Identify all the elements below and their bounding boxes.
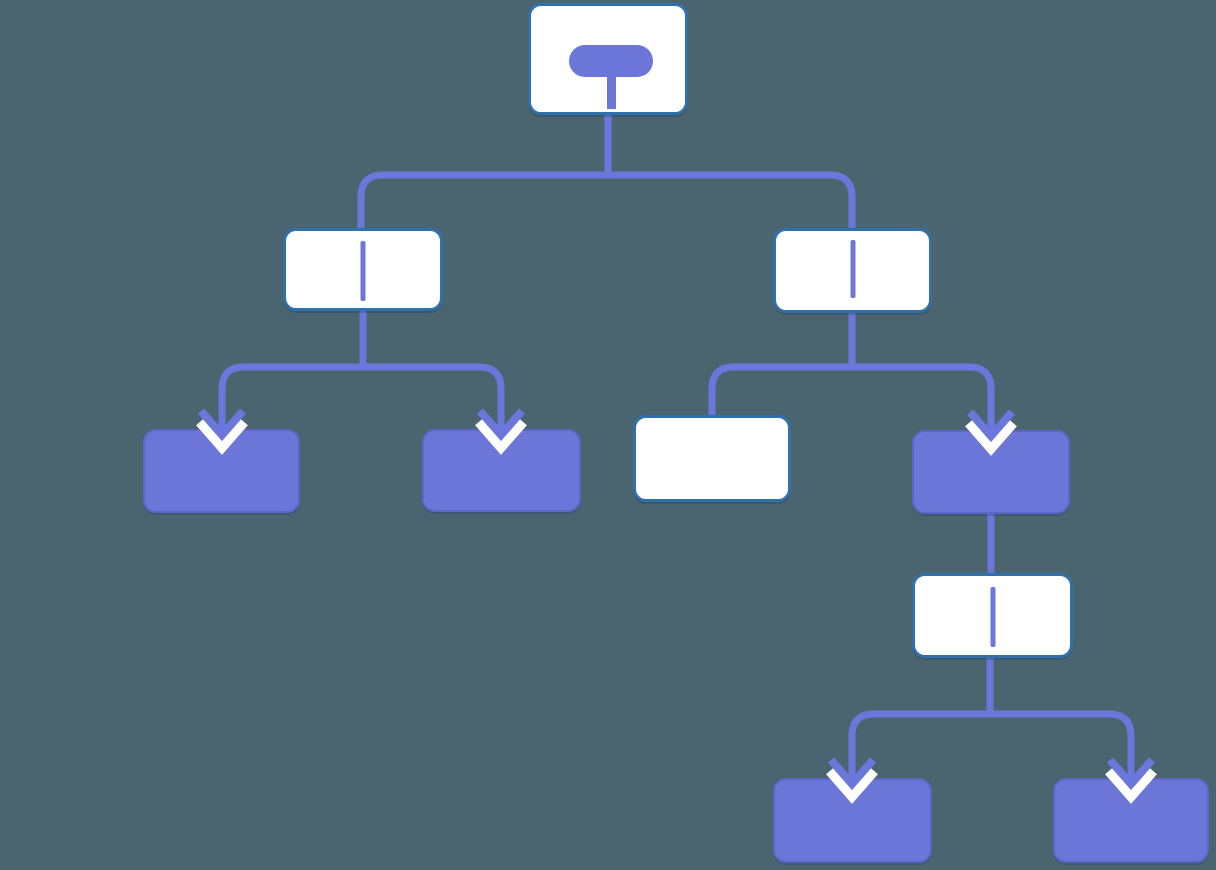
root-node[interactable]: [528, 3, 688, 115]
connector-branch-1: [357, 171, 856, 228]
leaf-node-1[interactable]: [143, 429, 300, 513]
leaf-node-2[interactable]: [422, 429, 581, 512]
connector-branch-2: [218, 363, 505, 430]
root-pill-stem-icon: [607, 75, 616, 109]
branch-node-left[interactable]: [283, 228, 443, 311]
leaf-node-3[interactable]: [912, 430, 1070, 514]
connector-branch-3: [708, 363, 995, 431]
root-pill-icon: [569, 45, 653, 77]
divider-line-icon: [990, 587, 995, 647]
connector-branch-4: [848, 710, 1135, 779]
process-node-white[interactable]: [633, 415, 791, 502]
leaf-node-5[interactable]: [1053, 778, 1209, 863]
divider-line-icon: [360, 241, 366, 301]
divider-line-icon: [850, 240, 855, 298]
leaf-node-4[interactable]: [773, 778, 932, 863]
branch-node-right[interactable]: [773, 228, 932, 313]
branch-node-sub[interactable]: [912, 573, 1073, 658]
